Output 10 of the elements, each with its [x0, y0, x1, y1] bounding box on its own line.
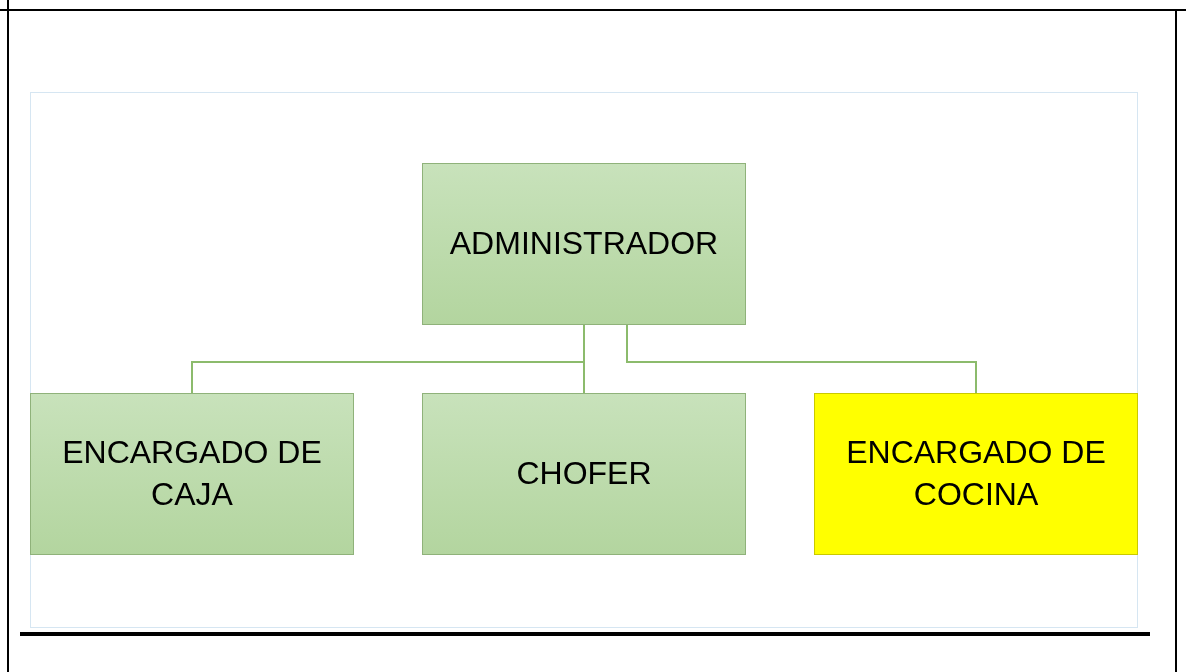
role-label: ENCARGADO DE CAJA [61, 433, 323, 514]
connector-line [583, 324, 585, 394]
role-label: CHOFER [516, 454, 652, 494]
org-box [422, 393, 746, 555]
org-box [814, 393, 1138, 555]
role-label: ENCARGADO DE COCINA [845, 433, 1107, 514]
org-box [30, 393, 354, 555]
connector-line [626, 324, 977, 394]
org-box [422, 163, 746, 325]
role-label: ADMINISTRADOR [449, 224, 719, 264]
